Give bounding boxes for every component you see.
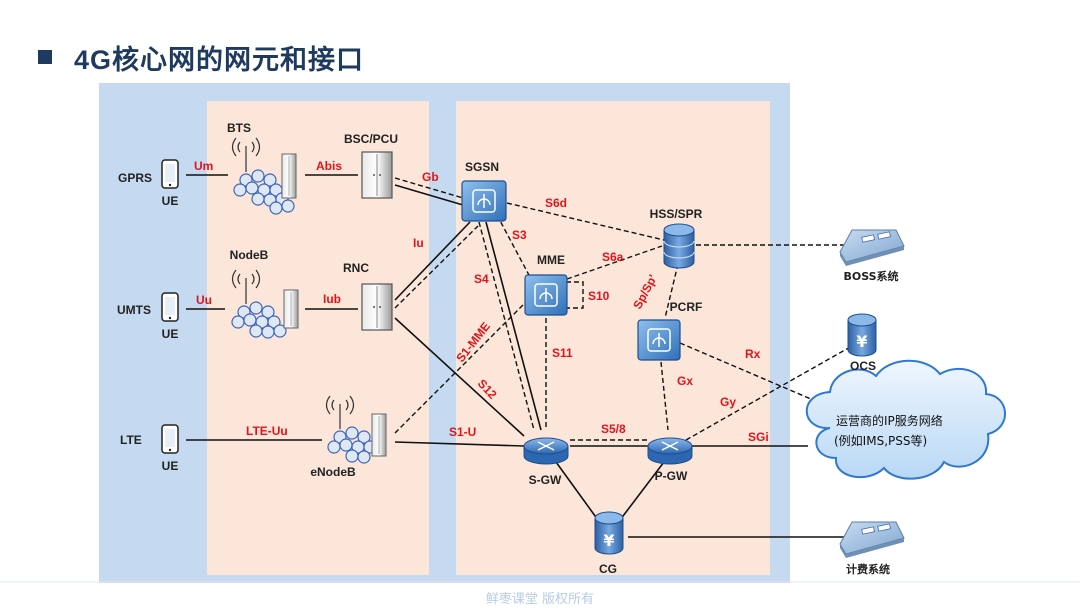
link-gb-solid: [394, 184, 464, 206]
sgsn-node-icon: [461, 180, 507, 222]
svg-text:¥: ¥: [856, 332, 867, 351]
ue-phone-gprs-icon: [161, 159, 179, 189]
node-label-bsc-pcu: BSC/PCU: [344, 132, 398, 146]
link-sp: [664, 263, 679, 319]
title-bullet-icon: [38, 50, 52, 64]
ue-phone-umts-icon: [161, 292, 179, 322]
interface-label-gb: Gb: [422, 170, 439, 184]
link-s1-u: [394, 441, 525, 447]
pgw-router-icon: [647, 437, 693, 465]
bsc-pcu-rack-icon: [361, 151, 393, 199]
link-s4-dashed: [478, 221, 535, 431]
page-title: 4G核心网的网元和接口: [74, 44, 365, 75]
link-s6a: [566, 245, 663, 280]
interface-label-iub: Iub: [323, 292, 341, 306]
link-gx: [660, 361, 669, 431]
node-label-hss-spr: HSS/SPR: [650, 207, 703, 221]
link-rx: [679, 342, 833, 409]
core-network-panel: [456, 101, 770, 575]
footer-watermark: 鲜枣课堂 版权所有: [485, 592, 595, 607]
access-label-umts: UMTS: [117, 303, 151, 317]
node-label-sgw: S-GW: [529, 473, 562, 487]
link-gb-dashed: [394, 177, 464, 199]
link-s6d: [506, 202, 665, 241]
link-iu-dashed: [394, 225, 479, 309]
sgw-router-icon: [523, 437, 569, 465]
link-s4-solid: [485, 221, 542, 431]
cg-charging-gateway-icon: ¥: [594, 511, 624, 555]
billing-system-terminal-icon: [839, 521, 905, 558]
link-pgw-cg: [619, 461, 665, 521]
node-label-bts: BTS: [227, 121, 251, 135]
interface-label-s5-8: S5/8: [601, 422, 626, 436]
hss-spr-database-icon: [663, 223, 695, 269]
link-s3: [496, 214, 531, 278]
interface-label-rx: Rx: [745, 347, 761, 361]
interface-label-gy: Gy: [720, 395, 736, 409]
node-label-boss: BOSS系统: [843, 269, 898, 283]
svg-text:¥: ¥: [603, 531, 614, 550]
access-label-gprs: GPRS: [118, 171, 152, 185]
rnc-rack-icon: [361, 283, 393, 331]
title-bar: 4G核心网的网元和接口: [38, 40, 365, 75]
link-iu-solid: [394, 221, 471, 301]
interface-label-s4: S4: [474, 272, 489, 286]
cloud-label-line2: (例如IMS,PSS等): [834, 433, 927, 448]
ocs-charging-icon: ¥: [847, 313, 877, 357]
interface-label-s10: S10: [588, 289, 610, 303]
interface-label-gx: Gx: [677, 374, 693, 388]
interface-label-s3: S3: [512, 228, 527, 242]
ue-label-lte: UE: [162, 459, 179, 473]
cloud-label-line1: 运营商的IP服务网络: [836, 413, 943, 428]
interface-label-sgi: SGi: [748, 430, 769, 444]
ue-label-umts: UE: [162, 327, 179, 341]
link-s10: [566, 281, 584, 309]
interface-label-s11: S11: [552, 346, 573, 360]
pcrf-node-icon: [637, 319, 681, 361]
ip-service-network-cloud-icon: [805, 359, 1006, 480]
ue-label-gprs: UE: [162, 194, 179, 208]
node-label-nodeb: NodeB: [230, 248, 269, 262]
access-label-lte: LTE: [120, 433, 142, 447]
enodeb-base-station-icon: [325, 395, 387, 464]
node-label-billing: 计费系统: [846, 562, 890, 576]
node-label-rnc: RNC: [343, 261, 369, 275]
node-label-pcrf: PCRF: [670, 300, 703, 314]
interface-label-lte-uu: LTE-Uu: [246, 424, 288, 438]
node-label-enodeb: eNodeB: [310, 465, 356, 479]
link-s1-mme: [394, 299, 529, 434]
link-s12: [394, 317, 525, 437]
interface-label-s6d: S6d: [545, 196, 567, 210]
ue-phone-lte-icon: [161, 424, 179, 454]
nodeb-base-station-icon: [231, 269, 299, 339]
interface-label-iu: Iu: [413, 236, 424, 250]
boss-system-terminal-icon: [839, 229, 905, 266]
node-label-mme: MME: [537, 253, 565, 267]
link-sgw-cg: [555, 461, 599, 521]
node-label-cg: CG: [599, 562, 617, 576]
node-label-ocs: OCS: [850, 359, 876, 373]
interface-label-abis: Abis: [316, 159, 342, 173]
node-label-sgsn: SGSN: [465, 160, 499, 174]
mme-node-icon: [524, 274, 568, 316]
interface-label-s6a: S6a: [602, 250, 624, 264]
interface-label-s1-u: S1-U: [449, 425, 476, 439]
interface-label-uu: Uu: [196, 293, 212, 307]
bts-base-station-icon: [231, 137, 297, 215]
node-label-pgw: P-GW: [655, 469, 688, 483]
interface-label-um: Um: [194, 159, 213, 173]
